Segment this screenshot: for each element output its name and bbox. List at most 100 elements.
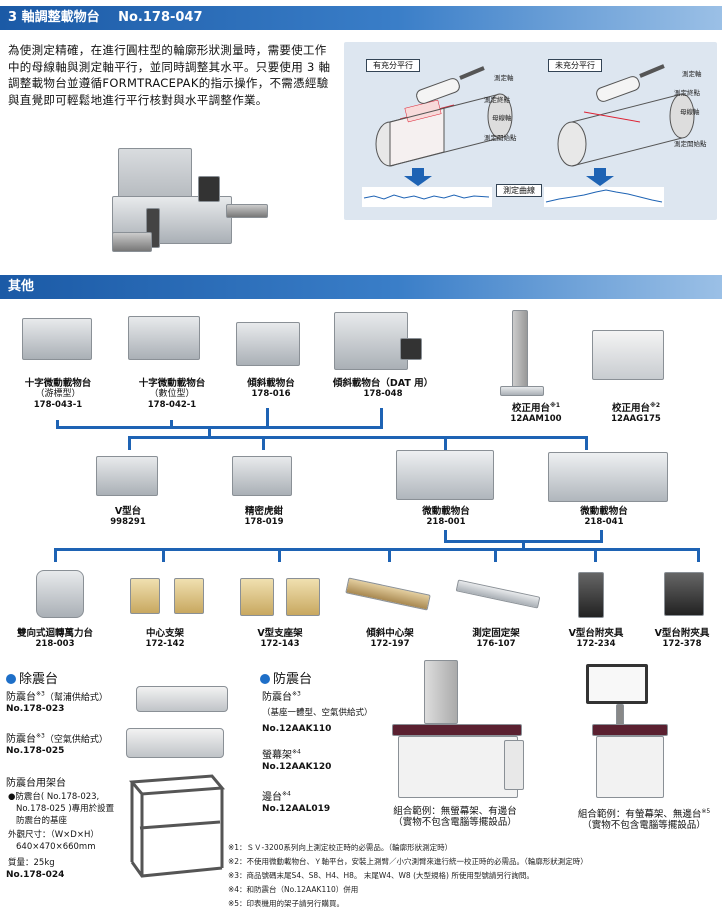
vib1-item3-title: 防震台用架台 [6,778,66,789]
product-218-001: 微動載物台 218-001 [408,506,484,528]
footnote-mark: ※3 [36,690,45,698]
label-axis-left: 測定軸 [494,74,514,82]
parallel-diagram: 有充分平行 未充分平行 測定軸 測定終點 母線軸 測定開始點 測定軸 測定終點 … [344,42,717,220]
label-curve: 測定曲線 [496,184,542,197]
vib1-item3-dim-label: 外觀尺寸：（W×D×H） [8,830,99,840]
product-sub: （游標型） [35,389,81,399]
label-axis-right: 測定軸 [682,70,702,78]
product-name: 雙向式迴轉萬力台 [16,628,93,639]
product-code: 172-197 [370,639,410,649]
product-name: 校正用台 [511,403,550,415]
item-name: 螢幕架 [262,750,292,761]
product-name: 中心支架 [145,628,184,639]
product-name: 精密虎鉗 [244,506,283,517]
product-name: 十字微動載物台 [138,378,206,389]
product-name: V型台附夾具 [654,628,710,639]
combo-line-1: 組合範例：無螢幕架、有邊台 [393,806,517,817]
footnote-mark: ※3 [292,690,301,698]
section-header-others: 其他 [0,275,722,299]
vib1-item1-title: 防震台※3（幫浦供給式） [6,688,108,703]
item-name: 防震台 [6,692,36,703]
product-code: 172-142 [145,639,185,649]
footnote-4: ※4：和防震台（No.12AAK110）併用 [228,885,359,894]
vib1-item2-title: 防震台※3（空氣供給式） [6,730,108,745]
section-vibration-isolation: 除震台 [6,668,58,687]
product-name: V型台 [114,506,142,517]
combo-example-2: 組合範例：有螢幕架、無邊台※5 （實物不包含電腦等擺設品） [568,806,720,831]
product-code: 178-016 [251,389,291,399]
section-title: 除震台 [19,672,59,687]
product-name: 十字微動載物台 [24,378,92,389]
product-178-019: 精密虎鉗 178-019 [226,506,302,528]
product-172-143: V型支座架 172-143 [240,628,320,650]
section-title: 防震台 [273,672,313,687]
product-code: 998291 [110,517,146,527]
product-sub: （數位型） [149,389,195,399]
label-generatrix-right: 母線軸 [680,108,700,116]
stand-frame-image [128,774,226,878]
product-998291: V型台 998291 [96,506,160,528]
footnote-mark: ※4 [292,748,301,756]
footnote-mark: ※4 [282,790,291,798]
section-code: No.178-047 [118,10,203,25]
product-code: 218-041 [584,517,624,527]
product-code: 172-378 [662,639,702,649]
section-vibration-table: 防震台 [260,668,312,687]
footnote-mark: ※5 [701,808,711,815]
product-name: 傾斜載物台（DAT 用） [332,378,434,389]
footnote-2: ※2：不使用微動載物台、Ｙ軸平台，安裝上測臂／小穴測臂來進行統一校正時的必需品。… [228,857,588,866]
footnote-mark: ※3 [36,732,45,740]
product-178-016: 傾斜載物台 178-016 [226,378,316,400]
product-code: 172-234 [576,639,616,649]
vib2-item2-code: No.12AAK120 [262,762,332,772]
vib1-item3-bullet-3: 防震台的基座 [16,816,68,826]
product-code: 178-043-1 [33,400,83,410]
footnote-mark: ※2 [650,402,661,409]
combo-line-1: 組合範例：有螢幕架、無邊台 [577,809,702,821]
product-name: 傾斜中心架 [366,628,414,639]
footnote-1: ※1：ＳＶ-3200系列向上測定校正時的必需品。（輪廓形狀測定時） [228,843,453,852]
combo-line-2: （實物不包含電腦等擺設品） [393,817,517,828]
bullet-dot [6,674,16,684]
vib1-item3-bullet-2: No.178-025 )專用於設置 [16,804,115,814]
product-218-041: 微動載物台 218-041 [566,506,642,528]
vib1-item3-bullet: ●防震台( No.178-023, [8,792,100,802]
footnote-mark: ※1 [550,402,561,409]
label-start-left: 測定開始點 [484,134,517,142]
product-name: V型支座架 [257,628,303,639]
footnote-3: ※3：商品號碼末尾S4、S8、H4、H8。 末尾W4、W8 (大型規格) 所使用… [228,871,534,880]
vib1-item2-code: No.178-025 [6,746,65,756]
vib1-item3-mass: 質量：25kg [8,858,55,868]
product-code: 218-001 [426,517,466,527]
product-name: 測定固定架 [472,628,520,639]
product-code: 172-143 [260,639,300,649]
product-name: 傾斜載物台 [247,378,295,389]
product-name: V型台附夾具 [568,628,624,639]
product-218-003: 雙向式迴轉萬力台 218-003 [2,628,108,650]
product-172-197: 傾斜中心架 172-197 [350,628,430,650]
vib1-item1-code: No.178-023 [6,704,65,714]
vib1-item3-dim: 640×470×660mm [16,842,96,852]
footnote-5: ※5：印表機用的架子請另行購買。 [228,899,345,908]
section-header-3axis: 3 軸調整載物台 No.178-047 [0,6,722,30]
product-code: 178-048 [363,389,403,399]
product-name: 微動載物台 [422,506,470,517]
product-code: 218-003 [35,639,75,649]
product-178-042-1: 十字微動載物台 （數位型） 178-042-1 [122,378,222,411]
label-start-right: 測定開始點 [674,140,707,148]
item-name: 邊台 [262,792,282,803]
item-name: 防震台 [6,734,36,745]
tag-parallel: 有充分平行 [366,59,420,72]
product-172-142: 中心支架 172-142 [130,628,200,650]
section-title-others: 其他 [8,279,35,294]
item-desc: （空氣供給式） [44,735,108,745]
combo-line-2: （實物不包含電腦等擺設品） [582,820,706,832]
product-176-107: 測定固定架 176-107 [454,628,538,650]
section-title: 3 軸調整載物台 [8,10,100,25]
product-code: 12AAG175 [611,414,661,425]
vib2-item3-title: 邊台※4 [262,788,291,803]
product-code: 178-042-1 [147,400,197,410]
bullet-dot [260,674,270,684]
vib2-item1-desc: （基座一體型、空氣供給式） [262,708,373,718]
product-code: 176-107 [476,639,516,649]
